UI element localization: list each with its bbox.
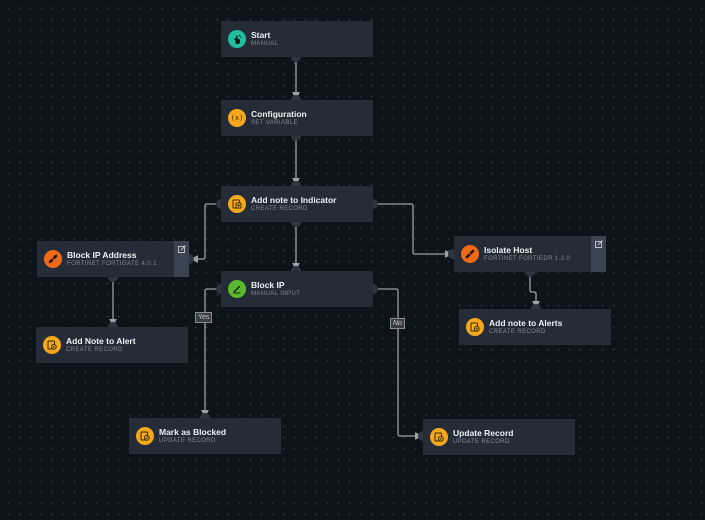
edge-label-yes: Yes: [195, 312, 213, 323]
node-subtitle: UPDATE RECORD: [159, 438, 216, 444]
node-block-ip[interactable]: Block IP MANUAL INPUT: [221, 271, 373, 307]
pencil-icon: [228, 280, 246, 298]
connector-plug-icon: [461, 245, 479, 263]
output-port[interactable]: [291, 131, 301, 141]
edge-block-ip-mark-as-blocked[interactable]: [201, 288, 221, 418]
node-subtitle: MANUAL INPUT: [251, 291, 301, 297]
edge-label-no: No: [390, 318, 405, 329]
edit-icon: [178, 245, 186, 253]
edge-add-note-indicator-block-ip-address[interactable]: [190, 203, 221, 263]
node-add-note-to-alerts[interactable]: Add note to Alerts CREATE RECORD: [459, 309, 611, 345]
hand-pointer-icon: [228, 30, 246, 48]
node-update-record[interactable]: Update Record UPDATE RECORD: [423, 419, 575, 455]
node-subtitle: CREATE RECORD: [251, 206, 308, 212]
node-add-note-to-indicator[interactable]: Add note to Indicator CREATE RECORD: [221, 186, 373, 222]
node-title: Add note to Indicator: [251, 195, 337, 205]
variable-icon: (x): [228, 109, 246, 127]
node-title: Configuration: [251, 109, 307, 119]
node-mark-as-blocked[interactable]: Mark as Blocked UPDATE RECORD: [129, 418, 281, 454]
edit-button[interactable]: [174, 241, 189, 277]
node-title: Add note to Alerts: [489, 318, 563, 328]
update-record-icon: [136, 427, 154, 445]
node-title: Add Note to Alert: [66, 336, 136, 346]
node-block-ip-address[interactable]: Block IP Address FORTINET FORTIGATE 4.0.…: [37, 241, 189, 277]
node-title: Start: [251, 30, 271, 40]
edit-button[interactable]: [591, 236, 606, 272]
input-port[interactable]: [184, 254, 194, 264]
node-subtitle: MANUAL: [251, 41, 279, 47]
node-subtitle: CREATE RECORD: [489, 329, 546, 335]
edit-icon: [595, 240, 603, 248]
node-title: Block IP Address: [67, 250, 137, 260]
output-port[interactable]: [368, 199, 378, 209]
input-port[interactable]: [448, 249, 458, 259]
node-add-note-to-alert[interactable]: Add Note to Alert CREATE RECORD: [36, 327, 188, 363]
node-subtitle: FORTINET FORTIEDR 1.2.0: [484, 256, 571, 262]
edge-block-ip-update-record[interactable]: [373, 288, 423, 440]
output-port[interactable]: [368, 284, 378, 294]
node-subtitle: FORTINET FORTIGATE 4.0.1: [67, 261, 157, 267]
node-subtitle: UPDATE RECORD: [453, 439, 510, 445]
node-title: Mark as Blocked: [159, 427, 227, 437]
create-record-icon: [43, 336, 61, 354]
create-record-icon: [228, 195, 246, 213]
edge-add-note-indicator-isolate-host[interactable]: [373, 203, 453, 258]
output-port[interactable]: [291, 217, 301, 227]
output-port[interactable]: [525, 267, 535, 277]
node-subtitle: CREATE RECORD: [66, 347, 123, 353]
connector-plug-icon: [44, 250, 62, 268]
create-record-icon: [466, 318, 484, 336]
node-start[interactable]: Start MANUAL: [221, 21, 373, 57]
update-record-icon: [430, 428, 448, 446]
node-isolate-host[interactable]: Isolate Host FORTINET FORTIEDR 1.2.0: [454, 236, 606, 272]
output-port[interactable]: [291, 52, 301, 62]
node-configuration[interactable]: (x) Configuration SET VARIABLE: [221, 100, 373, 136]
node-title: Block IP: [251, 280, 285, 290]
output-port[interactable]: [108, 272, 118, 282]
edge-isolate-host-add-note-alerts[interactable]: [529, 272, 540, 309]
node-title: Isolate Host: [484, 245, 533, 255]
node-title: Update Record: [453, 428, 514, 438]
node-subtitle: SET VARIABLE: [251, 120, 298, 126]
